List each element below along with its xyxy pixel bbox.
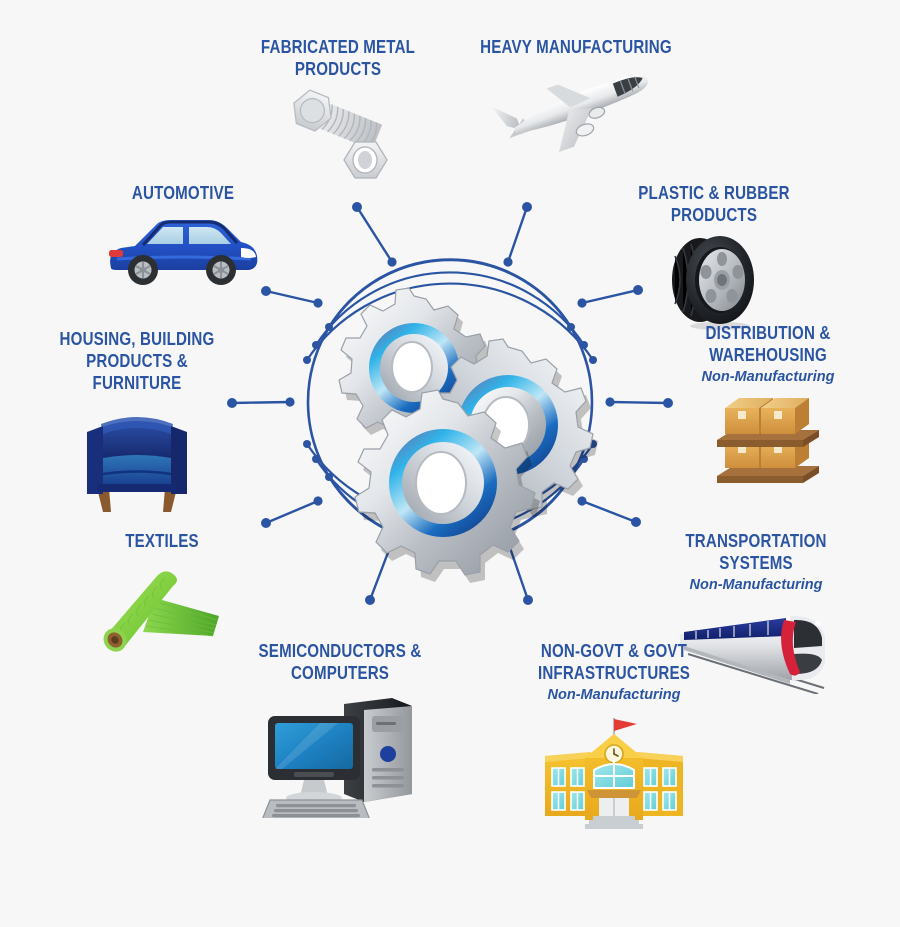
airplane-icon bbox=[460, 70, 692, 163]
government-building-icon bbox=[508, 712, 720, 835]
node-title: TRANSPORTATION SYSTEMS bbox=[685, 531, 827, 573]
node-heavy-manufacturing[interactable]: HEAVY MANUFACTURING bbox=[460, 36, 692, 163]
node-title: AUTOMOTIVE bbox=[131, 183, 235, 203]
node-housing-building-products-furniture[interactable]: HOUSING, BUILDING PRODUCTS & FURNITURE bbox=[22, 328, 252, 521]
node-title: HEAVY MANUFACTURING bbox=[480, 37, 672, 57]
node-subtitle: Non-Manufacturing bbox=[701, 369, 835, 385]
node-title: HOUSING, BUILDING PRODUCTS & FURNITURE bbox=[59, 329, 215, 393]
tire-icon bbox=[592, 234, 836, 337]
node-transportation-systems[interactable]: TRANSPORTATION SYSTEMS Non-Manufacturing bbox=[634, 530, 878, 699]
bolt-and-nut-icon bbox=[236, 86, 440, 187]
node-title: SEMICONDUCTORS & COMPUTERS bbox=[258, 641, 422, 683]
train-icon bbox=[634, 602, 878, 699]
node-title: DISTRIBUTION & WAREHOUSING bbox=[705, 323, 831, 365]
node-fabricated-metal-products[interactable]: FABRICATED METAL PRODUCTS bbox=[236, 36, 440, 187]
fabric-roll-icon bbox=[72, 564, 252, 663]
car-icon bbox=[86, 212, 280, 295]
node-automotive[interactable]: AUTOMOTIVE bbox=[86, 182, 280, 295]
node-title: NON-GOVT & GOVT INFRASTRUCTURES bbox=[537, 641, 691, 683]
node-title: TEXTILES bbox=[125, 531, 199, 551]
node-textiles[interactable]: TEXTILES bbox=[72, 530, 252, 663]
node-non-govt-govt-infrastructures[interactable]: NON-GOVT & GOVT INFRASTRUCTURES Non-Manu… bbox=[508, 640, 720, 835]
node-subtitle: Non-Manufacturing bbox=[547, 687, 681, 703]
node-distribution-warehousing[interactable]: DISTRIBUTION & WAREHOUSING Non-Manufactu… bbox=[664, 322, 872, 493]
node-semiconductors-computers[interactable]: SEMICONDUCTORS & COMPUTERS bbox=[240, 640, 440, 823]
node-subtitle: Non-Manufacturing bbox=[689, 577, 823, 593]
armchair-icon bbox=[22, 406, 252, 521]
pallet-boxes-icon bbox=[664, 396, 872, 493]
node-plastic-rubber-products[interactable]: PLASTIC & RUBBER PRODUCTS bbox=[592, 182, 836, 337]
desktop-computer-icon bbox=[240, 698, 440, 823]
gear-cluster bbox=[338, 287, 598, 583]
node-title: FABRICATED METAL PRODUCTS bbox=[260, 37, 416, 79]
node-title: PLASTIC & RUBBER PRODUCTS bbox=[638, 183, 790, 225]
